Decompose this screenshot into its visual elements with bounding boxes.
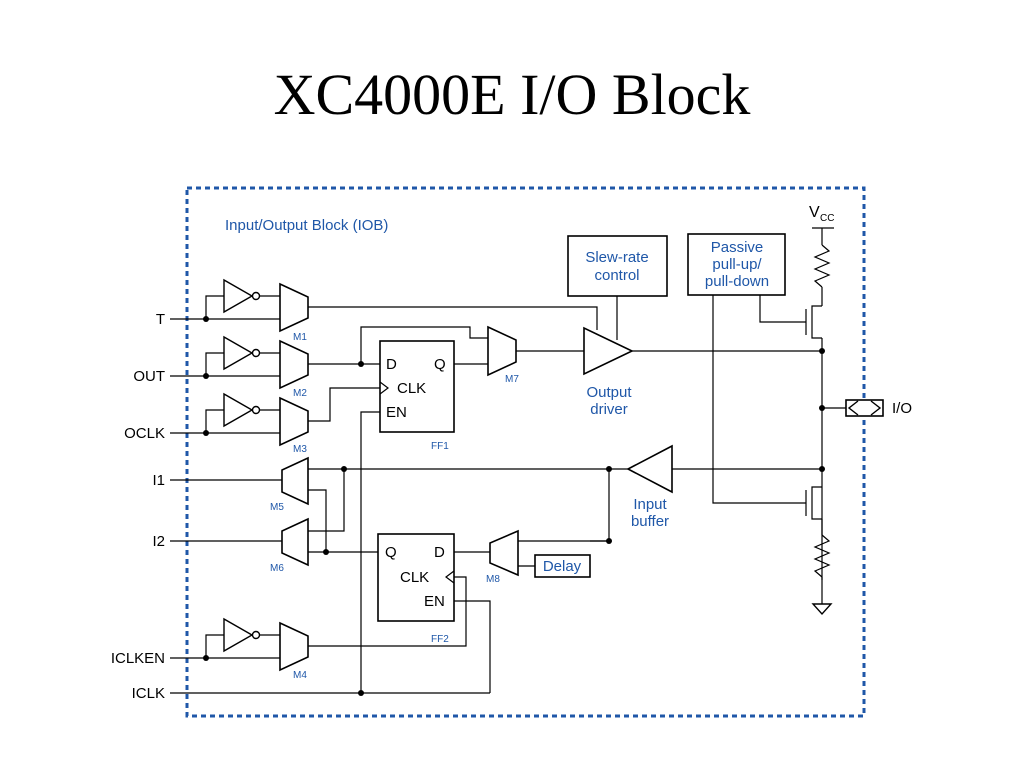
mux-m3-label: M3 bbox=[293, 444, 307, 455]
pin-iclk-label: ICLK bbox=[132, 685, 165, 702]
ground-symbol bbox=[811, 603, 833, 616]
ff1-d-pin: D bbox=[386, 356, 397, 373]
output-driver-label-2: driver bbox=[590, 401, 628, 418]
mux-m2-label: M2 bbox=[293, 388, 307, 399]
mux-m2: M2 bbox=[279, 339, 309, 399]
output-path-wires bbox=[308, 296, 822, 693]
vcc-label: V CC bbox=[809, 204, 834, 224]
ff2-clk-pin: CLK bbox=[400, 569, 429, 586]
delay-block: Delay bbox=[534, 554, 591, 578]
ff1-label: FF1 bbox=[431, 441, 449, 452]
pull-label-1: Passive bbox=[711, 239, 764, 256]
iob-border bbox=[185, 186, 866, 718]
inverter-t bbox=[203, 278, 280, 322]
pull-label-2: pull-up/ bbox=[712, 256, 762, 273]
pin-i2-label: I2 bbox=[152, 533, 165, 550]
vcc-sub: CC bbox=[820, 213, 834, 224]
mux-m5-label: M5 bbox=[270, 502, 284, 513]
mux-m5: M5 bbox=[270, 456, 309, 513]
ff1-en-pin: EN bbox=[386, 404, 407, 421]
slew-rate-control: Slew-rate control bbox=[567, 235, 668, 297]
ff2-label: FF2 bbox=[431, 634, 449, 645]
vcc-main: V bbox=[809, 204, 820, 221]
mux-m6-label: M6 bbox=[270, 563, 284, 574]
mux-m1: M1 bbox=[279, 282, 309, 343]
slew-label-2: control bbox=[594, 267, 639, 284]
pull-label-3: pull-down bbox=[705, 273, 769, 290]
flip-flop-ff1: D Q CLK EN FF1 bbox=[379, 340, 455, 452]
inverter-oclk bbox=[203, 392, 280, 436]
pin-i1-label: I1 bbox=[152, 472, 165, 489]
mux-m8: M8 bbox=[486, 529, 519, 585]
mux-m4-label: M4 bbox=[293, 670, 307, 681]
pin-iclken-label: ICLKEN bbox=[111, 650, 165, 667]
inverter-iclken bbox=[203, 617, 280, 661]
io-pad: I/O bbox=[845, 399, 912, 417]
ff1-q-pin: Q bbox=[434, 356, 446, 373]
pin-oclk-label: OCLK bbox=[124, 425, 165, 442]
io-pad-label: I/O bbox=[892, 400, 912, 417]
input-buffer-label-1: Input bbox=[633, 496, 667, 513]
mux-m4: M4 bbox=[279, 621, 309, 681]
flip-flop-ff2: Q D CLK EN FF2 bbox=[377, 533, 455, 645]
mux-m3: M3 bbox=[279, 396, 309, 455]
slew-label-1: Slew-rate bbox=[585, 249, 648, 266]
slide-title: XC4000E I/O Block bbox=[273, 62, 751, 127]
passive-pull-up-down: Passive pull-up/ pull-down bbox=[687, 233, 786, 296]
iob-label: Input/Output Block (IOB) bbox=[225, 217, 388, 234]
mux-m8-label: M8 bbox=[486, 574, 500, 585]
pull-network-wires bbox=[712, 227, 846, 604]
mux-m6: M6 bbox=[270, 517, 309, 574]
ff2-d-pin: D bbox=[434, 544, 445, 561]
pin-t-label: T bbox=[156, 311, 165, 328]
input-buffer: Input buffer bbox=[626, 444, 673, 530]
ff1-clk-pin: CLK bbox=[397, 380, 426, 397]
pin-out-label: OUT bbox=[133, 368, 165, 385]
mux-m7: M7 bbox=[487, 325, 519, 385]
input-buffer-label-2: buffer bbox=[631, 513, 669, 530]
ff2-q-pin: Q bbox=[385, 544, 397, 561]
output-driver: Output driver bbox=[583, 326, 634, 418]
delay-label: Delay bbox=[543, 558, 582, 575]
mux-m1-label: M1 bbox=[293, 332, 307, 343]
pin-wires bbox=[170, 318, 490, 694]
inverter-out bbox=[203, 335, 280, 379]
output-driver-label-1: Output bbox=[586, 384, 632, 401]
ff2-en-pin: EN bbox=[424, 593, 445, 610]
mux-m7-label: M7 bbox=[505, 374, 519, 385]
